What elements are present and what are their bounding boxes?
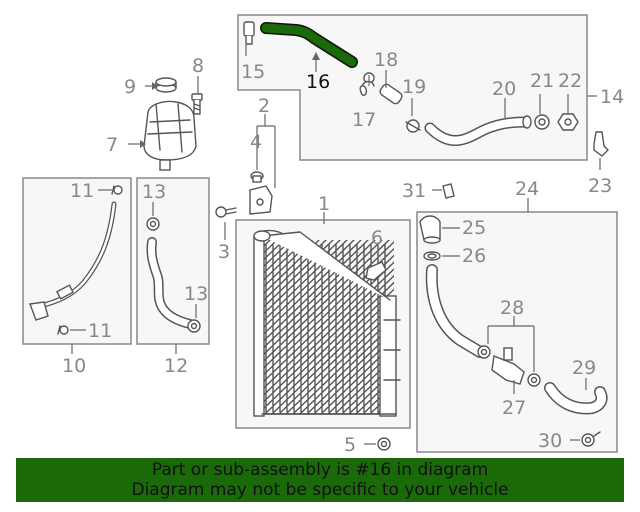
callout-22[interactable]: 22 (558, 70, 582, 92)
clip-part-11-bottom[interactable] (57, 325, 69, 335)
hose-clamp-part-19[interactable] (405, 119, 421, 133)
clamp-part-13-bottom[interactable] (187, 319, 201, 333)
fitting-part-31[interactable] (442, 183, 455, 199)
callout-24[interactable]: 24 (515, 178, 539, 200)
callout-6[interactable]: 6 (371, 227, 383, 249)
callout-3[interactable]: 3 (218, 241, 230, 263)
gasket-part-26[interactable] (423, 251, 441, 261)
callout-8[interactable]: 8 (192, 55, 204, 77)
clamp-part-28-right[interactable] (527, 373, 541, 387)
callout-12[interactable]: 12 (164, 355, 188, 377)
callout-19[interactable]: 19 (402, 76, 426, 98)
callout-1[interactable]: 1 (318, 193, 330, 215)
bolt-part-4[interactable] (250, 171, 264, 183)
bracket-part-23[interactable] (593, 131, 609, 157)
thermostat-housing-part-25[interactable] (419, 215, 441, 244)
bolt-part-8[interactable] (191, 93, 203, 115)
callout-18[interactable]: 18 (374, 49, 398, 71)
callout-27[interactable]: 27 (502, 397, 526, 419)
callout-15[interactable]: 15 (241, 61, 265, 83)
radiator-part-1[interactable] (62, 229, 599, 417)
clamp-part-21[interactable] (534, 114, 550, 130)
bolt-part-3[interactable] (215, 206, 237, 218)
callout-26[interactable]: 26 (462, 245, 486, 267)
reservoir-cap-part-9[interactable] (155, 77, 177, 93)
callout-20[interactable]: 20 (492, 78, 516, 100)
callout-28[interactable]: 28 (500, 297, 524, 319)
clamp-part-22[interactable] (557, 113, 579, 131)
callout-4[interactable]: 4 (250, 131, 262, 153)
hose-connector-part-27[interactable] (491, 347, 525, 385)
drain-cock-part-5[interactable] (377, 437, 391, 451)
lower-radiator-hose-part-24[interactable] (425, 264, 486, 358)
callout-5[interactable]: 5 (344, 434, 356, 456)
radiator-hose-part-29[interactable] (544, 382, 608, 415)
bracket-part-2[interactable] (249, 185, 273, 215)
callout-2[interactable]: 2 (258, 95, 270, 117)
banner-line-disclaimer: Diagram may not be specific to your vehi… (131, 480, 509, 500)
clamp-part-13-top[interactable] (146, 217, 160, 231)
callout-30[interactable]: 30 (538, 430, 562, 452)
radiator-hose-part-20[interactable] (424, 115, 532, 146)
coolant-reservoir-part-7[interactable] (143, 100, 197, 171)
callout-21[interactable]: 21 (530, 70, 554, 92)
upper-radiator-hose-part-16[interactable] (260, 22, 358, 68)
callout-13-bottom[interactable]: 13 (184, 283, 208, 305)
callout-labels: 1 2 3 4 5 6 7 8 9 10 11 11 12 13 13 14 1… (62, 49, 624, 456)
callout-31[interactable]: 31 (402, 180, 426, 202)
callout-10[interactable]: 10 (62, 355, 86, 377)
callout-16[interactable]: 16 (306, 71, 330, 93)
callout-17[interactable]: 17 (352, 109, 376, 131)
callout-29[interactable]: 29 (572, 357, 596, 379)
callout-23[interactable]: 23 (588, 175, 612, 197)
callout-11-top[interactable]: 11 (70, 180, 94, 202)
callout-9[interactable]: 9 (124, 76, 136, 98)
clamp-part-30[interactable] (581, 431, 601, 447)
leader-lines (70, 40, 601, 445)
clip-part-11-top[interactable] (111, 185, 123, 195)
callout-11-bottom[interactable]: 11 (88, 320, 112, 342)
overflow-hose-part-10[interactable] (29, 201, 117, 321)
clip-part-17[interactable] (359, 85, 368, 96)
callout-13-top[interactable]: 13 (142, 181, 166, 203)
drain-plug-part-6[interactable] (365, 261, 387, 281)
clamp-part-28-left[interactable] (477, 345, 491, 359)
banner-line-part-number: Part or sub-assembly is #16 in diagram (151, 460, 489, 480)
callout-14[interactable]: 14 (600, 86, 624, 108)
callout-25[interactable]: 25 (462, 217, 486, 239)
info-banner: Part or sub-assembly is #16 in diagram D… (16, 458, 624, 502)
callout-7[interactable]: 7 (106, 134, 118, 156)
reservoir-hose-part-12[interactable] (146, 237, 195, 329)
